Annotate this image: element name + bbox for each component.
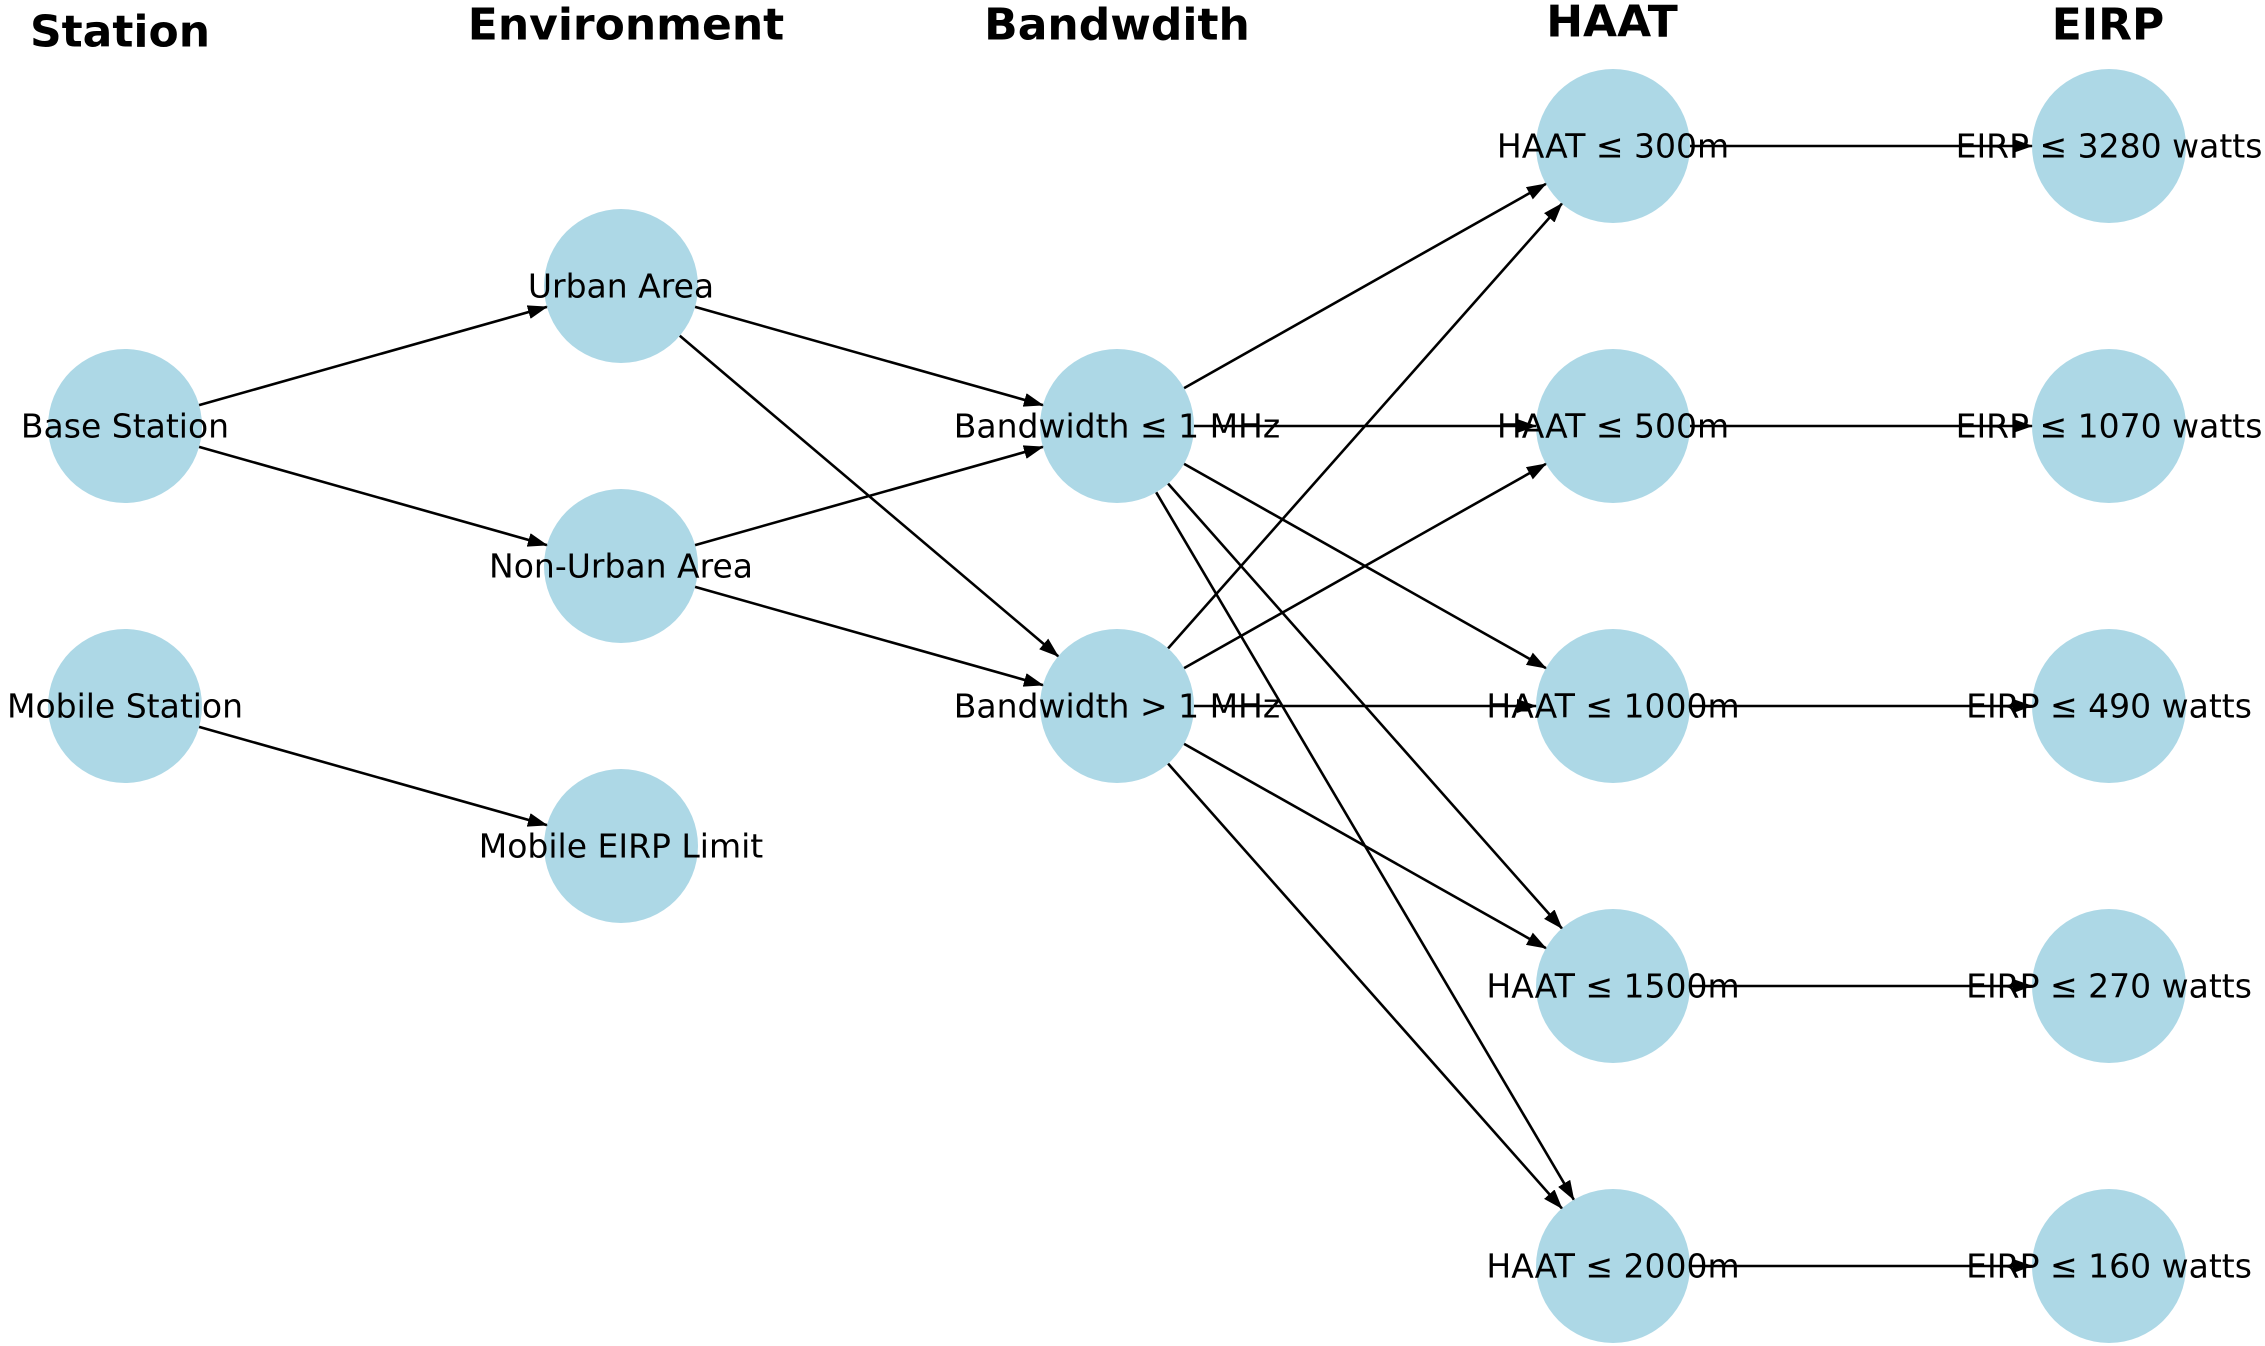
node-label-mobile: Mobile Station [7,687,243,726]
node-mobile [48,629,202,783]
column-header-haat: HAAT [1546,0,1678,48]
node-label-h2000: HAAT ≤ 2000m [1486,1247,1739,1286]
node-label-e160: EIRP ≤ 160 watts [1966,1247,2252,1286]
node-label-h1500: HAAT ≤ 1500m [1486,967,1739,1006]
node-e490 [2032,629,2186,783]
edge-bw2-to-h1500 [1183,742,1547,950]
node-label-h1000: HAAT ≤ 1000m [1486,687,1739,726]
edge-nonurban-to-bw2 [694,585,1044,687]
node-nonurban [544,489,698,643]
node-label-urban: Urban Area [528,267,714,306]
column-header-eirp: EIRP [2052,0,2165,51]
edge-base-to-nonurban [198,445,548,547]
node-label-base: Base Station [21,407,229,446]
node-label-bw1: Bandwidth ≤ 1 MHz [954,407,1280,446]
node-bw1 [1040,349,1194,503]
node-h500 [1536,349,1690,503]
node-label-mobilelimit: Mobile EIRP Limit [479,827,764,866]
node-label-bw2: Bandwidth > 1 MHz [954,687,1280,726]
node-base [48,349,202,503]
node-h300 [1536,69,1690,223]
column-headers: Station Environment Bandwdith HAAT EIRP [30,0,2164,58]
edge-bw2-to-h300 [1167,202,1563,650]
column-header-station: Station [30,7,210,58]
node-label-e1070: EIRP ≤ 1070 watts [1956,407,2263,446]
node-e160 [2032,1189,2186,1343]
edge-urban-to-bw1 [694,305,1044,407]
node-urban [544,209,698,363]
node-mobilelimit [544,769,698,923]
nodes [48,69,2186,1343]
node-bw2 [1040,629,1194,783]
node-e1070 [2032,349,2186,503]
node-label-h500: HAAT ≤ 500m [1497,407,1729,446]
edge-bw1-to-h300 [1183,182,1547,390]
node-h1000 [1536,629,1690,783]
edge-bw2-to-h2000 [1167,762,1563,1210]
node-label-e270: EIRP ≤ 270 watts [1966,967,2252,1006]
edge-nonurban-to-bw1 [694,445,1044,547]
edge-mobile-to-mobilelimit [198,725,548,827]
column-header-bandwidth: Bandwdith [984,0,1250,51]
edge-bw2-to-h500 [1183,462,1547,670]
node-e3280 [2032,69,2186,223]
node-e270 [2032,909,2186,1063]
edge-base-to-urban [198,305,548,407]
column-header-environment: Environment [468,0,784,51]
node-label-e3280: EIRP ≤ 3280 watts [1956,127,2263,166]
node-label-h300: HAAT ≤ 300m [1497,127,1729,166]
edges [198,139,2033,1273]
node-label-e490: EIRP ≤ 490 watts [1966,687,2252,726]
node-h1500 [1536,909,1690,1063]
node-label-nonurban: Non-Urban Area [489,547,753,586]
node-h2000 [1536,1189,1690,1343]
